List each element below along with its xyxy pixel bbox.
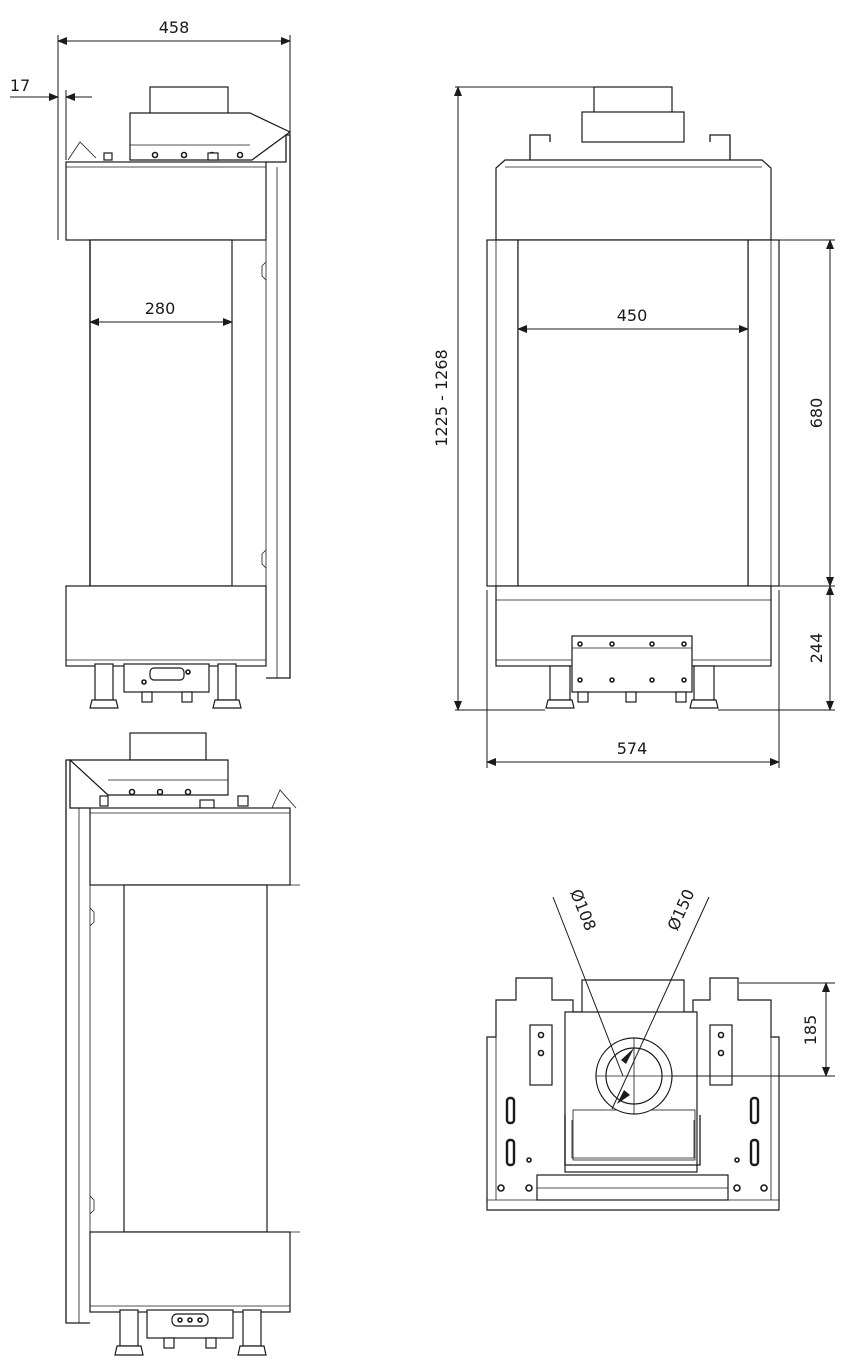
side-view <box>65 86 292 709</box>
side-view-mirrored <box>65 732 300 1356</box>
dim-front-opening-height: 680 <box>807 398 826 429</box>
dim-side-opening-width: 280 <box>145 299 176 318</box>
side-view-dimensions: 458 17 280 <box>10 18 291 326</box>
dim-side-offset: 17 <box>10 76 30 95</box>
top-view <box>486 977 780 1211</box>
dim-flue-outer-diameter: Ø150 <box>664 886 699 933</box>
dim-front-base-height: 244 <box>807 633 826 664</box>
dim-flue-offset: 185 <box>801 1015 820 1046</box>
dim-front-width: 574 <box>617 739 648 758</box>
front-view-dimensions: 1225 - 1268 450 680 244 574 <box>432 86 835 768</box>
front-view <box>486 86 780 709</box>
dim-side-width: 458 <box>159 18 190 37</box>
dim-flue-inner-diameter: Ø108 <box>566 886 600 933</box>
dim-front-opening-width: 450 <box>617 306 648 325</box>
dim-front-height: 1225 - 1268 <box>432 349 451 446</box>
